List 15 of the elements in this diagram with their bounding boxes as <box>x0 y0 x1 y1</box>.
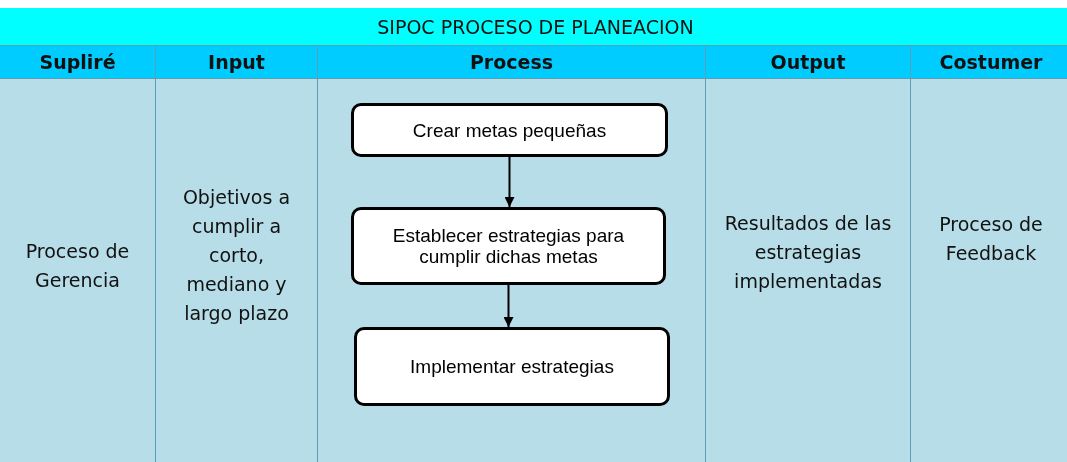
process-box: Implementar estrategias <box>354 327 670 406</box>
process-box: Establecer estrategias para cumplir dichas metas <box>351 207 666 285</box>
cell-text: Objetivos a cumplir a corto, mediano y largo plazo <box>181 185 292 326</box>
column-header: Supliré <box>0 46 155 78</box>
column-header: Output <box>706 46 910 78</box>
cell-text: Proceso de Gerencia <box>24 238 131 293</box>
arrow <box>504 156 515 208</box>
table-title: SIPOC PROCESO DE PLANEACION <box>0 8 1067 45</box>
column-header: Costumer <box>911 46 1067 78</box>
column-header: Process <box>318 46 705 78</box>
arrow <box>503 284 514 328</box>
cell-text: Proceso de Feedback <box>938 211 1044 266</box>
cell-text: Resultados de las estrategias implementadas <box>723 211 893 294</box>
column-header: Input <box>156 46 317 78</box>
process-box: Crear metas pequeñas <box>351 103 668 157</box>
